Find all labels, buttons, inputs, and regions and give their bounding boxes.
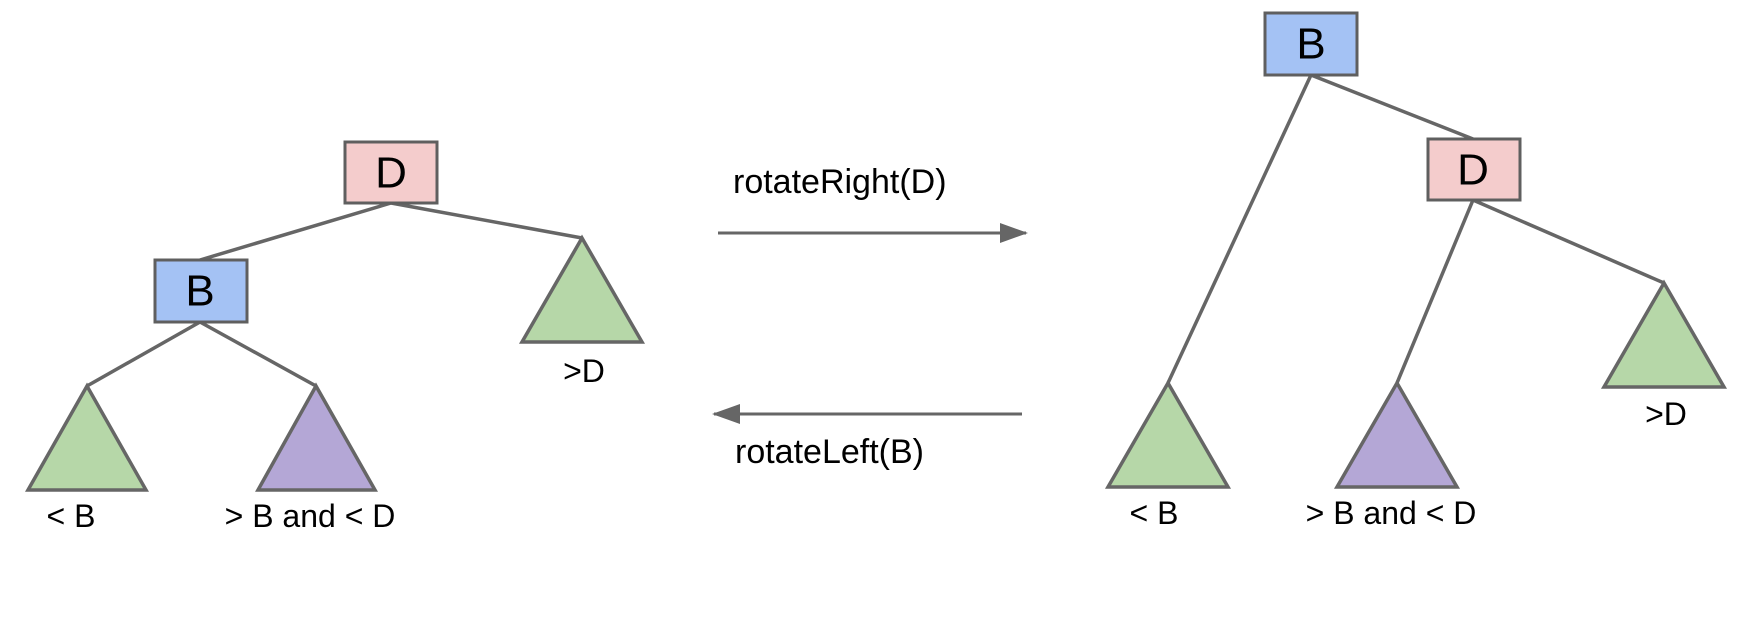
right-label-less-b: < B [1130,495,1179,531]
left-label-less-b: < B [47,498,96,534]
left-tree: D B < B > B and < D >D [24,140,646,534]
right-node-d: D [1426,137,1522,202]
left-label-greater-d: >D [563,353,605,389]
right-node-b: B [1263,11,1359,77]
rotate-right-label: rotateRight(D) [733,163,947,201]
left-node-d: D [343,140,439,205]
right-label-between: > B and < D [1306,495,1477,531]
edge-right-b-to-d [1310,73,1474,141]
right-node-d-box [1426,137,1522,202]
right-subtree-less-b [1104,379,1232,489]
left-node-d-label: D [375,149,407,198]
edge-left-d-to-b [199,201,392,262]
left-subtree-greater-d [518,234,646,344]
edge-right-d-to-between [1395,199,1475,384]
right-subtree-between [1333,379,1461,489]
left-subtree-less-b [24,382,150,492]
edge-left-b-to-between [199,320,317,388]
right-subtree-greater-d [1600,279,1728,389]
edge-right-d-to-greater-d [1472,198,1665,285]
right-node-b-box [1263,11,1359,77]
rotate-left-label: rotateLeft(B) [735,433,924,471]
left-node-b-label: B [185,267,214,316]
left-node-b: B [153,258,249,324]
left-node-b-box [153,258,249,324]
rotate-left-operation: rotateLeft(B) [712,404,1022,471]
right-label-greater-d: >D [1645,396,1687,432]
edge-left-b-to-less-b [86,320,201,388]
right-node-d-label: D [1457,146,1489,195]
left-label-between: > B and < D [225,498,396,534]
edge-left-d-to-greater-d [390,201,583,240]
left-node-d-box [343,140,439,205]
right-node-b-label: B [1296,20,1325,69]
right-tree: B D < B > B and < D >D [1104,11,1728,531]
edge-right-b-to-less-b [1166,74,1313,384]
left-subtree-between [255,382,379,492]
rotate-right-operation: rotateRight(D) [718,163,1028,243]
